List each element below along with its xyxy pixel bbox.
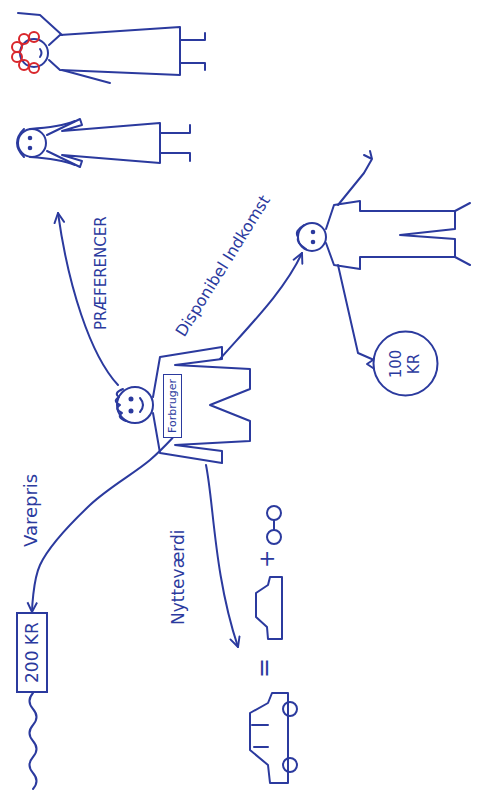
- money-bag-circle: 100 KR: [372, 331, 439, 398]
- curl: [29, 32, 39, 42]
- car-wheel: [283, 702, 297, 716]
- utility-arrow: [206, 465, 238, 647]
- wheel-part: [267, 530, 281, 544]
- girl-figure: [17, 119, 190, 167]
- consumer-figure: [116, 347, 250, 463]
- car-body-part: [256, 577, 282, 639]
- eye: [312, 231, 315, 234]
- price-text: 200 KR: [22, 622, 42, 683]
- eye: [130, 398, 133, 401]
- curl: [29, 63, 39, 73]
- axle: [273, 520, 275, 530]
- eye: [312, 241, 315, 244]
- car-wheel: [283, 758, 297, 772]
- hair: [297, 225, 306, 249]
- eye: [130, 410, 133, 413]
- arrow-label: Disponibel Indkomst: [171, 192, 274, 340]
- smile: [140, 398, 143, 412]
- eye: [29, 137, 32, 140]
- dress: [49, 27, 180, 75]
- equals-sign: =: [250, 658, 279, 678]
- car-window: [252, 725, 268, 747]
- arrow-label: PRÆFERENCER: [92, 216, 110, 330]
- hair: [116, 389, 126, 421]
- head: [18, 129, 46, 157]
- legs: [160, 125, 190, 161]
- hair: [17, 121, 75, 165]
- girl-figure: [12, 13, 205, 83]
- eye: [29, 147, 32, 150]
- dress: [47, 119, 160, 167]
- curl: [19, 34, 29, 44]
- price-tag-string: [30, 693, 37, 789]
- mouth: [40, 49, 42, 57]
- price-box: 200 KR: [16, 612, 48, 693]
- red-hair: [12, 32, 39, 73]
- preferences-arrow: [58, 213, 118, 385]
- car-equation: [250, 506, 297, 783]
- amount-text: 100 KR: [387, 342, 423, 386]
- legs: [180, 33, 205, 70]
- man-figure: [297, 151, 470, 370]
- body-outline: [326, 201, 455, 269]
- wheel-part: [267, 506, 281, 520]
- car-body: [250, 693, 288, 783]
- body-outline: [153, 347, 250, 463]
- feet: [455, 203, 470, 265]
- person-label: Forbruger: [166, 379, 179, 433]
- plus-sign: +: [254, 550, 280, 568]
- curl: [12, 52, 22, 62]
- income-arrow: [220, 253, 302, 359]
- person-label-box: Forbruger: [163, 374, 182, 438]
- arrow-label: Varepris: [20, 474, 42, 547]
- arrow-label: Nytteværdi: [168, 529, 188, 625]
- curved-arrow: [32, 438, 173, 612]
- bag-circle: [373, 332, 437, 396]
- arm-with-flower: [338, 151, 372, 205]
- arms: [18, 13, 110, 83]
- arm-with-string: [338, 265, 374, 360]
- head: [117, 387, 153, 423]
